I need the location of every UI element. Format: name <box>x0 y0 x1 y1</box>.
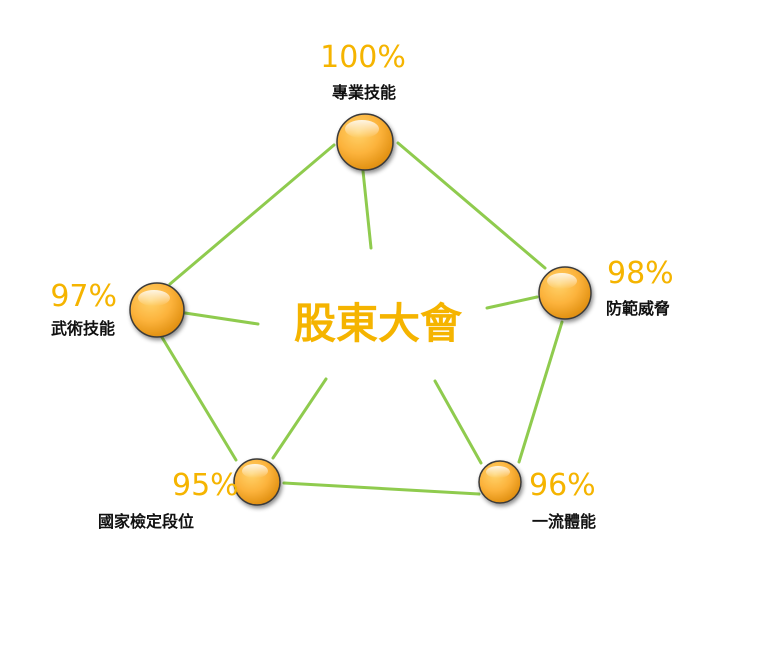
node-label: 專業技能 <box>332 83 396 102</box>
node-label: 防範威脅 <box>606 299 670 318</box>
node-professional-skills: 100% 專業技能 <box>320 40 406 171</box>
center-title: 股東大會 <box>294 299 463 348</box>
orb-shine <box>138 290 170 306</box>
node-top-fitness: 96% 一流體能 <box>478 460 596 531</box>
node-percent: 98% <box>607 256 674 291</box>
node-percent: 100% <box>320 40 406 75</box>
node-national-rank: 95% 國家檢定段位 <box>98 458 281 531</box>
spoke-bottomright <box>433 379 483 465</box>
spoke-top <box>361 169 373 250</box>
link-top-right <box>396 141 547 270</box>
spoke-left <box>183 311 260 326</box>
link-right-bottomright <box>517 320 564 464</box>
link-bottomright-bottomleft <box>282 481 481 496</box>
orb-shine <box>486 466 510 478</box>
orb-shine <box>242 464 268 478</box>
node-martial-skills: 97% 武術技能 <box>50 279 185 338</box>
node-label: 國家檢定段位 <box>98 512 194 531</box>
spoke-right <box>485 295 539 310</box>
spoke-bottomleft <box>271 377 328 460</box>
node-percent: 96% <box>529 468 596 503</box>
node-label: 一流體能 <box>532 512 596 531</box>
node-percent: 97% <box>50 279 117 314</box>
orb-shine <box>345 120 379 138</box>
node-percent: 95% <box>172 468 239 503</box>
orb-shine <box>547 273 577 289</box>
link-bottomleft-left <box>158 332 238 462</box>
link-left-top <box>168 143 336 286</box>
node-label: 武術技能 <box>51 319 115 338</box>
node-threat-prevention: 98% 防範威脅 <box>538 256 674 320</box>
